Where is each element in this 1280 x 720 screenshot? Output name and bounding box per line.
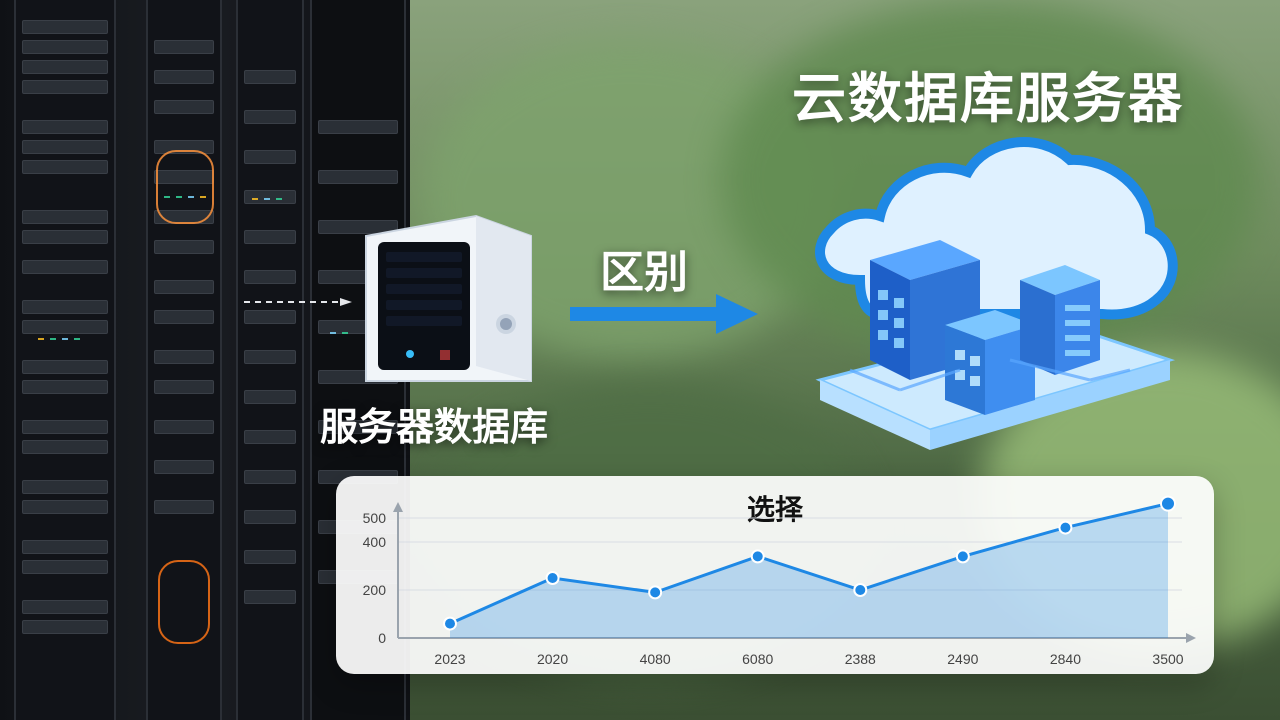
server-database-label: 服务器数据库	[320, 405, 549, 449]
data-point	[750, 549, 765, 564]
dashed-connector	[244, 298, 352, 306]
data-point	[545, 571, 560, 585]
x-tick-label: 3500	[1152, 651, 1183, 667]
y-tick-label: 500	[363, 510, 387, 526]
page-title: 云数据库服务器	[792, 67, 1184, 130]
server-rack	[146, 0, 222, 720]
y-tick-label: 0	[378, 630, 386, 646]
difference-label: 区别	[600, 247, 688, 298]
server-rack	[236, 0, 304, 720]
chart-title: 选择	[746, 493, 803, 526]
server-rack	[14, 0, 116, 720]
server-box-icon	[365, 214, 532, 382]
data-point	[853, 583, 868, 597]
x-tick-label: 4080	[640, 651, 671, 667]
building-icon	[945, 310, 1035, 415]
x-tick-label: 2388	[845, 651, 876, 667]
building-icon	[1020, 265, 1100, 375]
series-line	[449, 502, 1169, 625]
y-tick-label: 400	[363, 534, 387, 550]
line-chart: 0 200 400 500 2023 2020 4080 6080 2388 2490 2840 35…	[363, 495, 1196, 667]
x-tick-label: 2023	[434, 651, 465, 667]
data-point	[443, 616, 457, 631]
data-point	[1160, 495, 1176, 512]
data-point	[1058, 520, 1073, 535]
y-axis-arrow	[393, 502, 403, 512]
x-tick-label: 6080	[742, 651, 773, 667]
x-tick-label: 2490	[947, 651, 978, 667]
cloud-icon	[815, 137, 1178, 450]
x-tick-label: 2020	[537, 651, 568, 667]
y-tick-label: 200	[363, 582, 387, 598]
x-axis-arrow	[1186, 633, 1196, 643]
data-point	[648, 585, 663, 600]
x-tick-label: 2840	[1050, 651, 1081, 667]
arrow-right-icon	[570, 294, 758, 334]
data-point	[955, 549, 970, 564]
chart-panel: 选择 0 200 400 500 2023 2020 4080 6080 2388 2490 284…	[336, 476, 1214, 674]
area-fill	[450, 503, 1168, 638]
server-rack-area	[0, 0, 410, 720]
